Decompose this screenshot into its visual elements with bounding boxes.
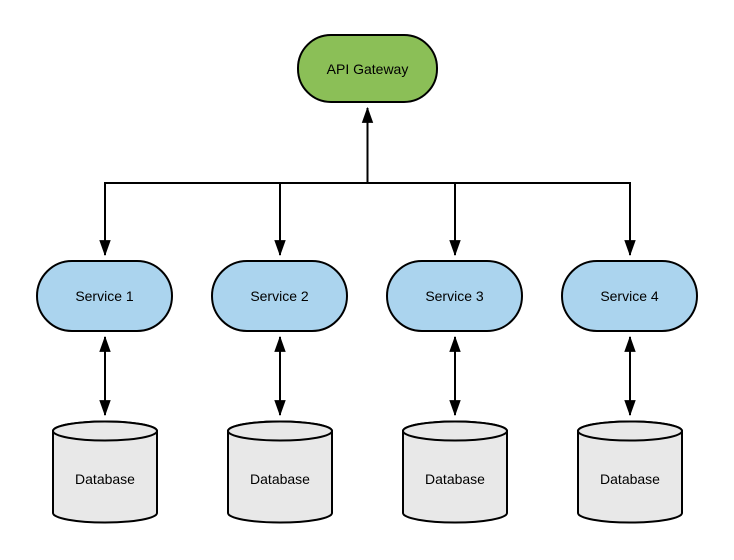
cylinder-rim — [402, 420, 508, 442]
database-4-label: Database — [600, 471, 660, 487]
database-cylinder-1 — [52, 420, 158, 524]
database-cylinder-2 — [227, 420, 333, 524]
cylinder-rim — [52, 420, 158, 442]
cylinder-rim — [227, 420, 333, 442]
api-gateway-node: API Gateway — [297, 34, 438, 103]
service-2-node: Service 2 — [211, 260, 348, 332]
cylinder-rim — [577, 420, 683, 442]
database-1-label: Database — [75, 471, 135, 487]
service-1-node: Service 1 — [36, 260, 173, 332]
database-3-label: Database — [425, 471, 485, 487]
database-2-label: Database — [250, 471, 310, 487]
database-cylinder-4 — [577, 420, 683, 524]
service-1-label: Service 1 — [75, 288, 134, 304]
service-2-label: Service 2 — [250, 288, 309, 304]
service-3-label: Service 3 — [425, 288, 484, 304]
service-3-node: Service 3 — [386, 260, 523, 332]
api-gateway-label: API Gateway — [326, 60, 409, 77]
database-cylinder-3 — [402, 420, 508, 524]
service-4-node: Service 4 — [561, 260, 698, 332]
edge-bus-with-outer-drops — [99, 182, 636, 257]
service-4-label: Service 4 — [600, 288, 659, 304]
